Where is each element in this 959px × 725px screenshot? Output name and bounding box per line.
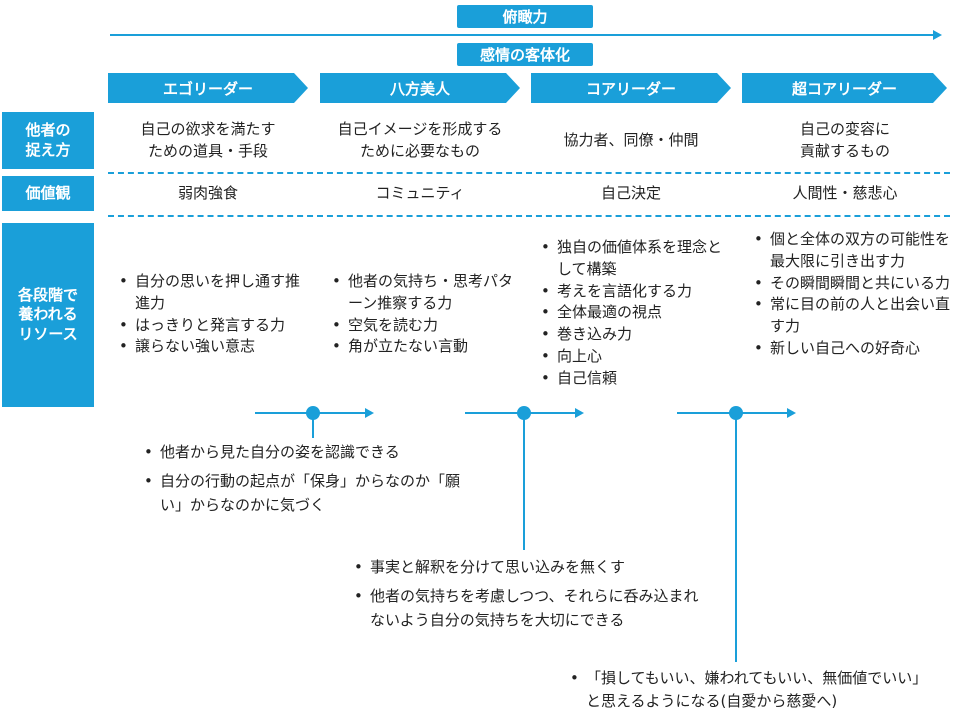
values-cell-super: 人間性・慈悲心 [792, 183, 898, 202]
resource-item: 全体最適の視点 [537, 302, 727, 324]
resource-item: 譲らない強い意志 [115, 336, 305, 358]
resources-list-ego: 自分の思いを押し通す推進力 はっきりと発言する力 譲らない強い意志 [115, 271, 305, 358]
row-label-perception: 他者の 捉え方 [2, 112, 94, 169]
transition-item: 「損してもいい、嫌われてもいい、無価値でいい」と思えるようになる(自愛から慈愛へ… [566, 667, 926, 714]
transition-2-arrowhead [575, 408, 584, 418]
values-cell-pleaser: コミュニティ [375, 183, 465, 202]
resource-item: 巻き込み力 [537, 324, 727, 346]
transition-item: 事実と解釈を分けて思い込みを無くす [350, 556, 710, 580]
values-cell-core: 自己決定 [600, 183, 661, 202]
transition-item: 他者から見た自分の姿を認識できる [140, 441, 470, 465]
transition-2-list: 事実と解釈を分けて思い込みを無くす 他者の気持ちを考慮しつつ、それらに呑み込まれ… [350, 556, 710, 632]
row-label-values: 価値観 [2, 176, 94, 211]
resources-list-core: 独自の価値体系を理念として構築 考えを言語化する力 全体最適の視点 巻き込み力 … [537, 237, 727, 389]
perception-cell-core: 協力者、同僚・仲間 [563, 130, 699, 149]
perception-cell-super: 自己の変容に 貢献するもの [799, 119, 890, 160]
resource-item: 向上心 [537, 346, 727, 368]
row-divider-1 [108, 172, 950, 174]
perception-cell-ego: 自己の欲求を満たす ための道具・手段 [140, 119, 276, 160]
resource-item: 自己信頼 [537, 368, 727, 390]
resource-item: 空気を読む力 [328, 315, 518, 337]
perception-cell-pleaser: 自己イメージを形成する ために必要なもの [337, 119, 503, 160]
transition-2-node [517, 406, 531, 420]
resource-item: 自分の思いを押し通す推進力 [115, 271, 305, 315]
resource-item: 他者の気持ち・思考パターン推察する力 [328, 271, 518, 315]
stage-people-pleaser: 八方美人 [320, 73, 520, 103]
resource-item: 常に目の前の人と出会い直す力 [750, 294, 950, 338]
overview-arrowhead [933, 30, 942, 40]
stage-super-core-leader: 超コアリーダー [742, 73, 947, 103]
resource-item: 角が立たない言動 [328, 336, 518, 358]
transition-1-node [306, 406, 320, 420]
emotion-objectification-label: 感情の客体化 [457, 43, 593, 66]
resources-list-super: 個と全体の双方の可能性を最大限に引き出す力 その瞬間瞬間と共にいる力 常に目の前… [750, 229, 950, 360]
row-divider-2 [108, 215, 950, 217]
resource-item: 新しい自己への好奇心 [750, 338, 950, 360]
stage-ego-leader: エゴリーダー [108, 73, 308, 103]
transition-item: 他者の気持ちを考慮しつつ、それらに呑み込まれないよう自分の気持ちを大切にできる [350, 585, 710, 632]
resource-item: 独自の価値体系を理念として構築 [537, 237, 727, 281]
resource-item: はっきりと発言する力 [115, 315, 305, 337]
overview-label: 俯瞰力 [457, 5, 593, 28]
overview-arrow-line [110, 34, 936, 36]
row-label-resources: 各段階で 養われる リソース [2, 223, 94, 407]
transition-3-list: 「損してもいい、嫌われてもいい、無価値でいい」と思えるようになる(自愛から慈愛へ… [566, 667, 926, 714]
resources-list-pleaser: 他者の気持ち・思考パターン推察する力 空気を読む力 角が立たない言動 [328, 271, 518, 358]
resource-item: その瞬間瞬間と共にいる力 [750, 273, 950, 295]
transition-1-arrowhead [365, 408, 374, 418]
values-cell-ego: 弱肉強食 [177, 183, 238, 202]
transition-item: 自分の行動の起点が「保身」からなのか「願い」からなのかに気づく [140, 470, 470, 517]
resource-item: 考えを言語化する力 [537, 281, 727, 303]
stage-core-leader: コアリーダー [531, 73, 731, 103]
transition-3-stem [735, 412, 737, 662]
resource-item: 個と全体の双方の可能性を最大限に引き出す力 [750, 229, 950, 273]
transition-1-list: 他者から見た自分の姿を認識できる 自分の行動の起点が「保身」からなのか「願い」か… [140, 441, 470, 517]
transition-3-arrowhead [787, 408, 796, 418]
transition-1-stem [312, 412, 314, 438]
transition-3-node [729, 406, 743, 420]
transition-2-stem [523, 412, 525, 550]
